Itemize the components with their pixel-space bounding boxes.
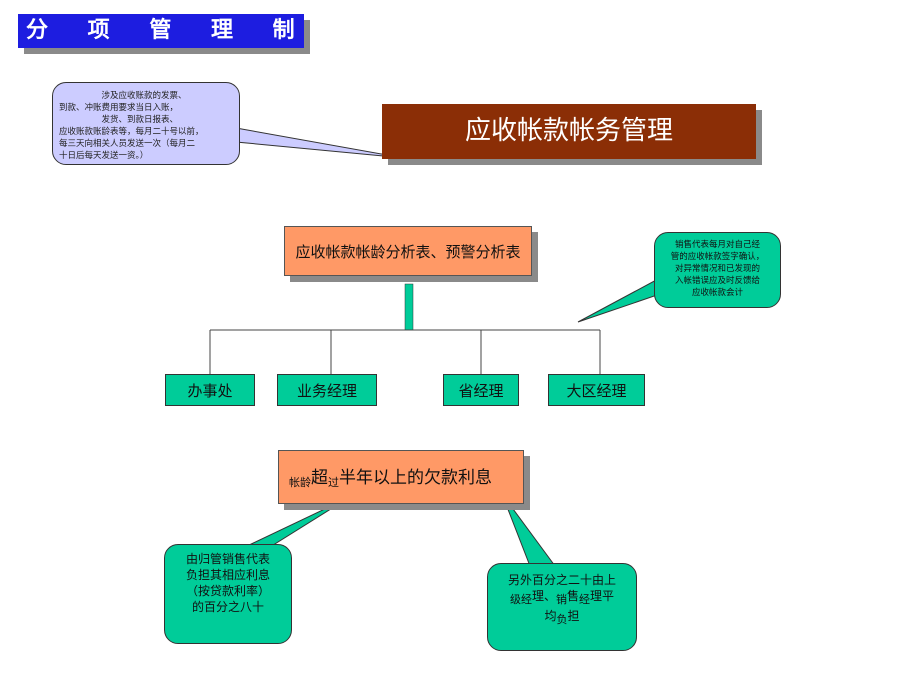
dept-office: 办事处	[165, 374, 255, 406]
note-line: 均负担	[488, 608, 636, 628]
interest-text: 半年以上的欠款利息	[339, 468, 492, 488]
note-line: 由归管销售代表	[185, 552, 270, 566]
note-line: 的百分之八十	[191, 600, 264, 614]
note-small-text: 级经	[509, 593, 532, 606]
interest-text: 超	[311, 468, 328, 488]
note-line: 销售代表每月对自己经	[674, 240, 760, 250]
tree-lines	[209, 329, 601, 374]
dept-region-manager: 大区经理	[548, 374, 645, 406]
note-text: 担	[567, 609, 580, 623]
note-line: 发货、到款日报表、	[59, 115, 179, 125]
note-text: 理平	[590, 589, 615, 603]
dept-business-manager: 业务经理	[277, 374, 377, 406]
note-text: 理、	[531, 589, 556, 603]
note-line: 对异常情况和已发现的	[674, 264, 760, 274]
report-box: 应收帐款帐龄分析表、预警分析表	[284, 226, 532, 276]
interest-small-text: 过	[328, 476, 339, 489]
note-sales-confirmation: 销售代表每月对自己经 管的应收帐款签字确认， 对异常情况和已发现的 入帐错误应及…	[654, 232, 781, 308]
interest-small-text: 帐龄	[289, 476, 311, 489]
note-small-text: 经	[579, 593, 590, 606]
note-line: 负担其相应利息	[185, 568, 270, 582]
callout-tail-right	[577, 277, 667, 323]
callout-tail-top	[235, 127, 405, 159]
note-line: 管的应收帐款签字确认，	[670, 252, 765, 262]
note-line: 应收账款账龄表等，每月二十号以前，	[59, 127, 204, 137]
note-line: 级经理、销售经理平	[488, 588, 636, 608]
note-line: 到款、冲账费用要求当日入账，	[59, 103, 179, 113]
note-line: 涉及应收账款的发票、	[59, 91, 187, 101]
section-title: 分 项 管 理 制 度	[18, 14, 356, 48]
note-small-text: 销	[555, 593, 567, 606]
note-reporting-requirements: 涉及应收账款的发票、 到款、冲账费用要求当日入账， 发货、到款日报表、 应收账款…	[52, 82, 240, 165]
dept-province-manager: 省经理	[443, 374, 519, 406]
note-text: 售	[566, 589, 579, 603]
main-title: 应收帐款帐务管理	[382, 104, 756, 159]
note-line: 应收帐款会计	[691, 288, 743, 298]
vertical-connector	[404, 283, 414, 331]
note-small-text: 负	[556, 613, 568, 626]
interest-box: 帐龄超过半年以上的欠款利息	[278, 450, 524, 504]
note-text: 均	[544, 609, 557, 623]
note-line: 每三天向相关人员发送一次（每月二	[59, 139, 196, 149]
note-line: 入帐错误应及时反馈给	[674, 276, 760, 286]
note-line: 另外百分之二十由上	[507, 573, 616, 587]
note-line: （按贷款利率）	[185, 584, 270, 598]
note-line: 十日后每天发送一资。）	[59, 151, 149, 161]
callout-tail-bottom-right	[501, 493, 556, 567]
note-sales-rep-share: 由归管销售代表 负担其相应利息 （按贷款利率） 的百分之八十	[164, 544, 292, 644]
note-manager-share: 另外百分之二十由上 级经理、销售经理平 均负担	[487, 563, 637, 651]
